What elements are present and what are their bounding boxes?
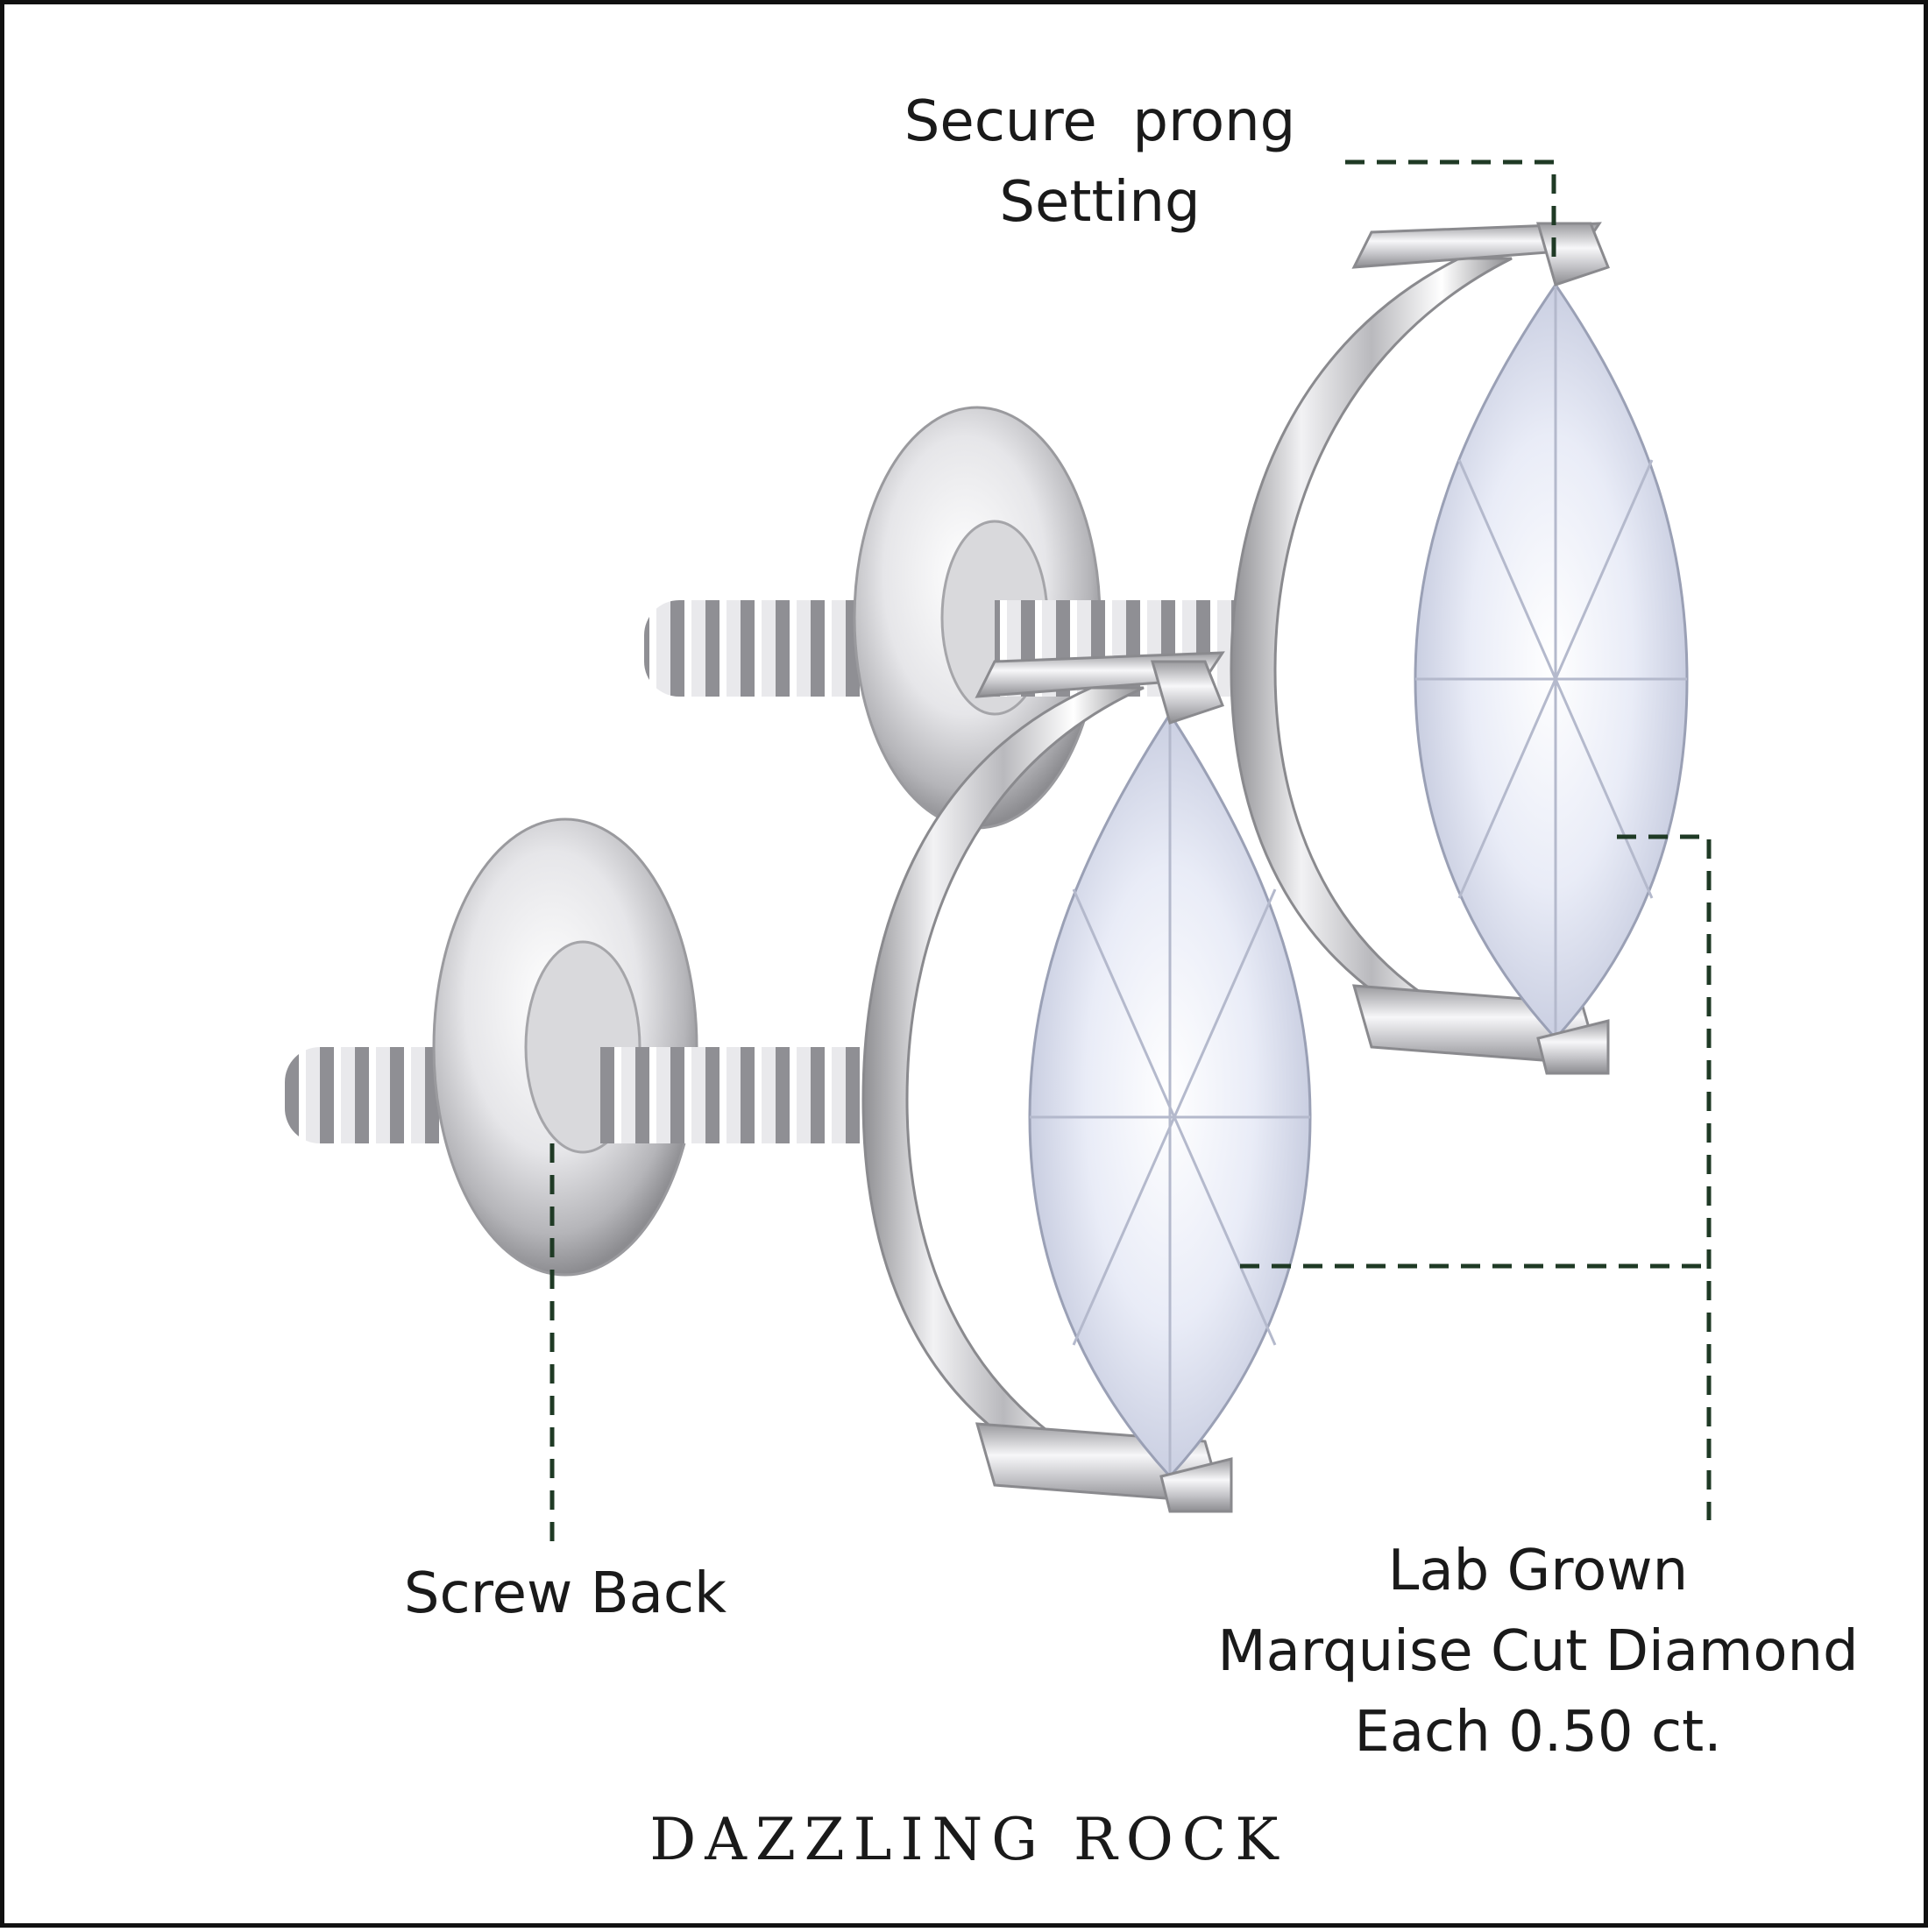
diamond-label-line-3: Each 0.50 ct. — [1354, 1700, 1722, 1765]
earring-illustration — [285, 159, 1712, 1542]
front-earring-post — [600, 1047, 890, 1143]
diamond-label: Lab Grown Marquise Cut Diamond Each 0.50… — [1144, 1531, 1928, 1773]
prong-callout-line — [1345, 159, 1556, 267]
front-earring — [285, 651, 1312, 1513]
prong-label-line-2: Setting — [999, 170, 1201, 235]
diamond-callout-line — [1240, 834, 1712, 1520]
screw-back-label: Screw Back — [403, 1561, 727, 1626]
front-earring-top-prong — [1151, 660, 1224, 725]
prong-setting-label: Secure prong Setting — [863, 81, 1336, 243]
diamond-label-line-2: Marquise Cut Diamond — [1217, 1619, 1859, 1684]
back-earring-diamond — [1414, 282, 1689, 1041]
diamond-label-line-1: Lab Grown — [1387, 1539, 1689, 1603]
brand-logo-text: DAZZLING ROCK — [649, 1806, 1287, 1873]
back-earring-top-prong — [1536, 222, 1610, 287]
callout-lines — [549, 159, 1712, 1542]
prong-label-line-1: Secure prong — [904, 89, 1296, 154]
